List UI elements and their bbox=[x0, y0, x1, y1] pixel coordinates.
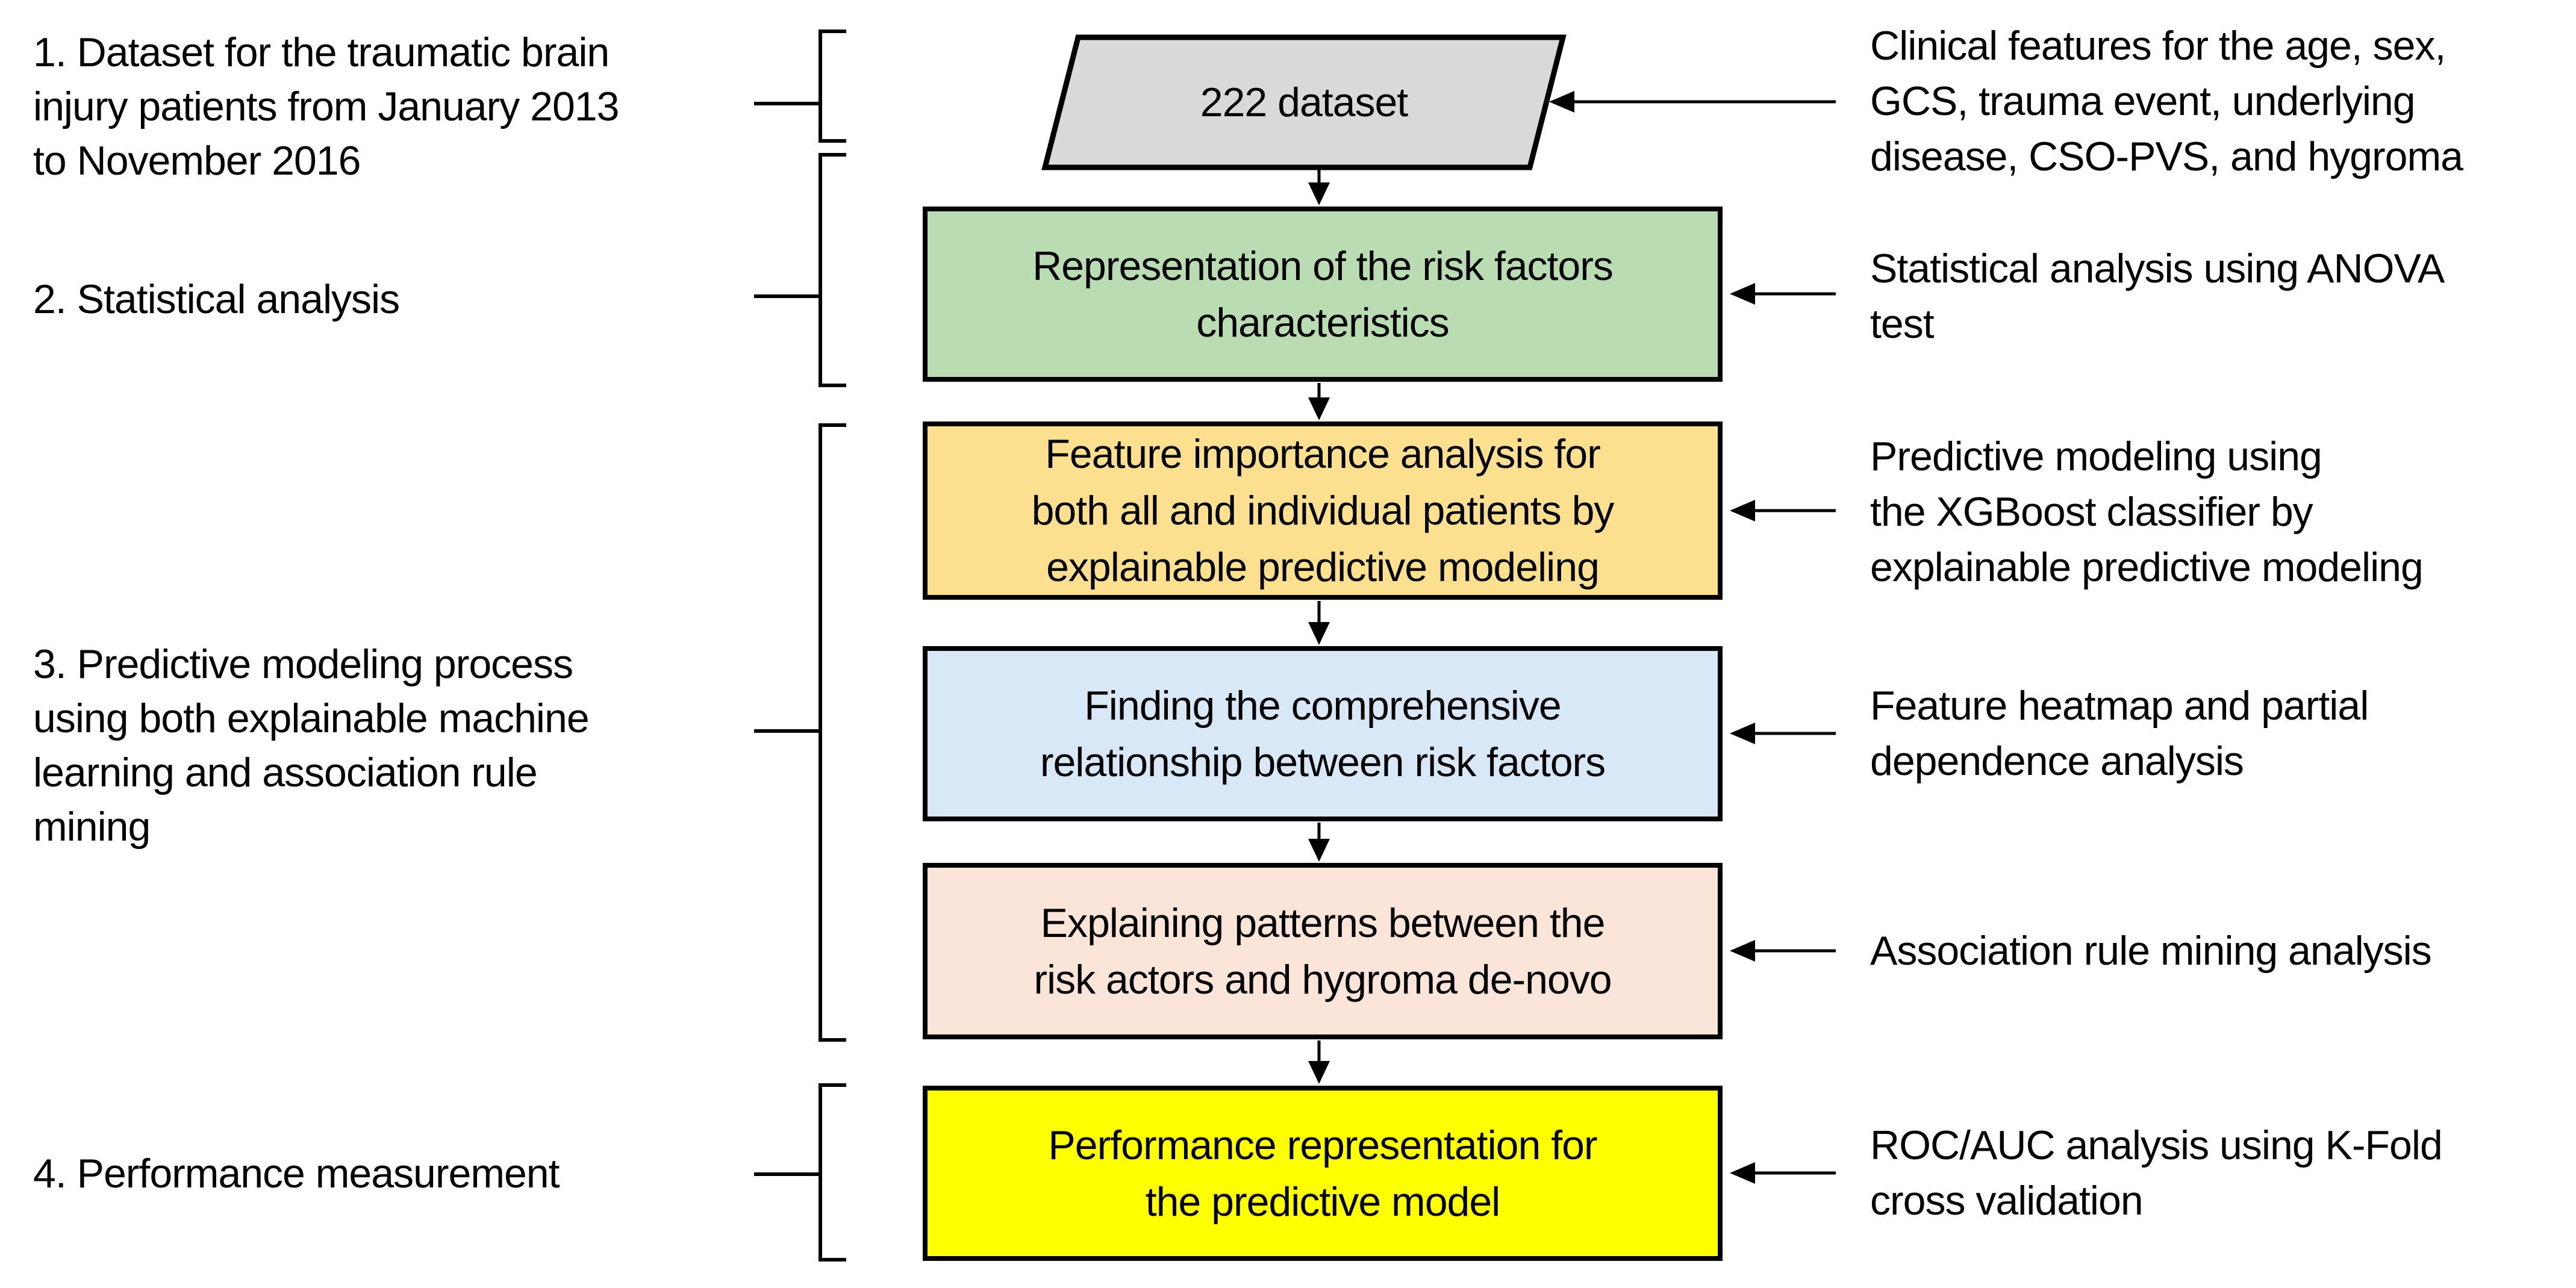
stage-label-statistical-analysis: 2. Statistical analysis bbox=[33, 276, 400, 322]
annotation-anova-test: Statistical analysis using ANOVA test bbox=[1870, 246, 2445, 347]
stage-bracket-4 bbox=[754, 1083, 846, 1262]
annotation-heatmap-pdp: Feature heatmap and partial dependence a… bbox=[1870, 683, 2369, 784]
side-arrow-6 bbox=[1730, 1162, 1836, 1184]
down-arrow-5 bbox=[1308, 1041, 1330, 1084]
side-arrow-5 bbox=[1730, 940, 1836, 962]
stage-label-predictive-modeling: 3. Predictive modeling process using bot… bbox=[33, 641, 590, 850]
annotation-clinical-features: Clinical features for the age, sex, GCS,… bbox=[1870, 23, 2463, 179]
flow-node-performance-representation: Performance representation for the predi… bbox=[923, 1086, 1723, 1261]
stage-label-dataset: 1. Dataset for the traumatic brain injur… bbox=[33, 30, 619, 184]
down-arrow-3 bbox=[1308, 601, 1330, 645]
flow-node-pattern-explanation: Explaining patterns between the risk act… bbox=[923, 863, 1723, 1039]
annotation-association-rule-mining: Association rule mining analysis bbox=[1870, 928, 2432, 974]
stage-label-performance-measurement: 4. Performance measurement bbox=[33, 1151, 560, 1196]
side-arrow-4 bbox=[1730, 723, 1836, 744]
stage-bracket-3 bbox=[754, 423, 846, 1042]
down-arrow-4 bbox=[1308, 823, 1330, 862]
annotation-xgboost-modeling: Predictive modeling using the XGBoost cl… bbox=[1870, 434, 2424, 590]
flow-node-risk-factor-representation: Representation of the risk factors chara… bbox=[923, 207, 1723, 382]
stage-bracket-2 bbox=[754, 153, 846, 387]
annotation-roc-auc-kfold: ROC/AUC analysis using K-Fold cross vali… bbox=[1870, 1122, 2443, 1224]
flow-node-feature-importance: Feature importance analysis for both all… bbox=[923, 422, 1723, 600]
dataset-parallelogram bbox=[1041, 34, 1567, 170]
flow-node-dataset-label: 222 dataset bbox=[1200, 79, 1408, 125]
side-arrow-1 bbox=[1549, 91, 1836, 113]
side-arrow-2 bbox=[1730, 283, 1836, 305]
flow-node-comprehensive-relationship: Finding the comprehensive relationship b… bbox=[923, 646, 1723, 821]
stage-bracket-1 bbox=[754, 30, 846, 143]
down-arrow-1 bbox=[1308, 169, 1330, 205]
side-arrow-3 bbox=[1730, 500, 1836, 521]
down-arrow-2 bbox=[1308, 383, 1330, 420]
